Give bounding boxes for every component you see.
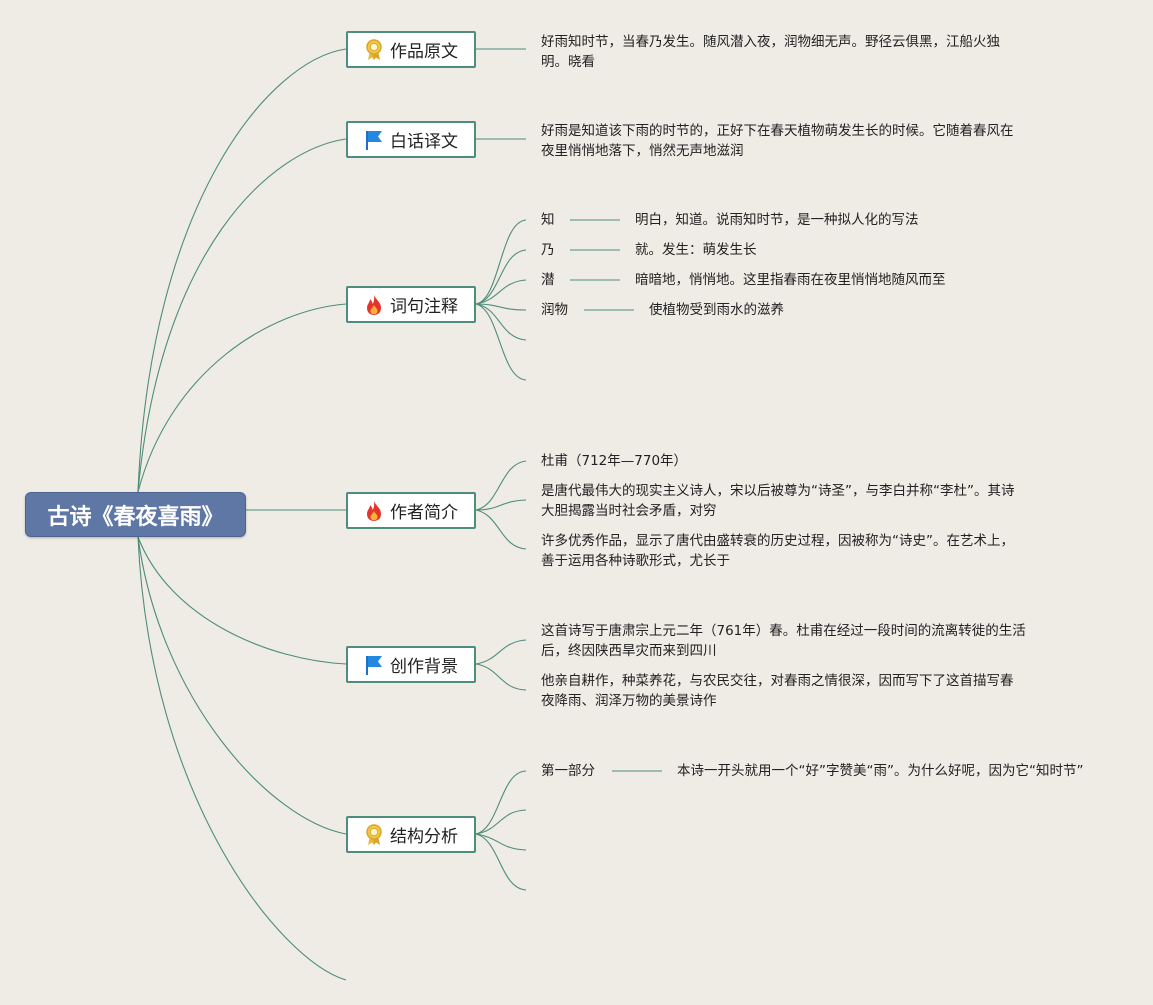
text-line: 后，终因陕西旱灾而来到四川 — [541, 643, 717, 659]
link-notes-3 — [475, 279, 527, 305]
link-root-translation — [137, 138, 347, 493]
topic-notes[interactable]: 词句注释 — [346, 286, 476, 323]
text-line: 许多优秀作品，显示了唐代由盛转衰的历史过程，因被称为“诗史”。在艺术上， — [541, 533, 1014, 549]
author-name: 杜甫（712年—770年） — [541, 453, 688, 469]
topic-author[interactable]: 作者简介 — [346, 492, 476, 529]
link-root-background — [137, 536, 347, 665]
translation-text: 好雨是知道该下雨的时节的，正好下在春天植物萌发生长的时候。它随着春风在 夜里悄悄… — [541, 121, 1014, 161]
note-term: 潜 — [541, 272, 555, 288]
text-line: 好雨知时节，当春乃发生。随风潜入夜，润物细无声。野径云俱黑，江船火独 — [541, 34, 1000, 50]
root-topic[interactable]: 古诗《春夜喜雨》 — [25, 492, 246, 537]
note-term: 乃 — [541, 242, 555, 258]
link-notes-4 — [475, 303, 527, 311]
topic-label: 创作背景 — [390, 657, 458, 677]
note-term: 知 — [541, 212, 555, 228]
link-notes-2 — [475, 249, 527, 305]
text-line: 夜里悄悄地落下，悄然无声地滋润 — [541, 143, 744, 159]
note-meaning: 使植物受到雨水的滋养 — [649, 302, 784, 318]
topic-structure[interactable]: 结构分析 — [346, 816, 476, 853]
structure-part: 第一部分 — [541, 763, 595, 779]
link-author-2 — [475, 499, 527, 511]
topic-label: 作者简介 — [390, 503, 458, 523]
author-bio-2: 许多优秀作品，显示了唐代由盛转衰的历史过程，因被称为“诗史”。在艺术上， 善于运… — [541, 531, 1014, 571]
link-structure-2 — [475, 809, 527, 835]
original-text: 好雨知时节，当春乃发生。随风潜入夜，润物细无声。野径云俱黑，江船火独 明。晓看 — [541, 32, 1000, 72]
text-line: 夜降雨、润泽万物的美景诗作 — [541, 693, 717, 709]
blue-flag-icon — [364, 129, 384, 151]
topic-label: 作品原文 — [390, 42, 458, 62]
link-notes-6 — [475, 303, 527, 381]
link-root-structure — [137, 536, 347, 835]
text-line: 这首诗写于唐肃宗上元二年（761年）春。杜甫在经过一段时间的流离转徙的生活 — [541, 623, 1026, 639]
background-paragraph-1: 这首诗写于唐肃宗上元二年（761年）春。杜甫在经过一段时间的流离转徙的生活 后，… — [541, 621, 1026, 661]
link-root-extra — [137, 536, 347, 981]
topic-label: 词句注释 — [390, 297, 458, 317]
text-line: 好雨是知道该下雨的时节的，正好下在春天植物萌发生长的时候。它随着春风在 — [541, 123, 1014, 139]
topic-label: 结构分析 — [390, 827, 458, 847]
link-author-3 — [475, 509, 527, 550]
ribbon-medal-icon — [364, 823, 384, 846]
text-line: 他亲自耕作，种菜养花，与农民交往，对春雨之情很深，因而写下了这首描写春 — [541, 673, 1014, 689]
link-notes-5 — [475, 303, 527, 341]
text-line: 善于运用各种诗歌形式，尤长于 — [541, 553, 730, 569]
structure-part-text: 本诗一开头就用一个“好”字赞美“雨”。为什么好呢，因为它“知时节” — [677, 763, 1084, 779]
topic-translation[interactable]: 白话译文 — [346, 121, 476, 158]
link-notes-1 — [475, 219, 527, 305]
note-meaning: 就。发生：萌发生长 — [635, 242, 757, 258]
topic-background[interactable]: 创作背景 — [346, 646, 476, 683]
flame-icon — [364, 294, 384, 316]
text-line: 大胆揭露当时社会矛盾，对穷 — [541, 503, 717, 519]
link-root-original — [137, 48, 347, 493]
ribbon-medal-icon — [364, 38, 384, 61]
flame-icon — [364, 500, 384, 522]
link-background-2 — [475, 663, 527, 691]
topic-label: 白话译文 — [390, 132, 458, 152]
blue-flag-icon — [364, 654, 384, 676]
link-root-notes — [137, 303, 347, 493]
note-meaning: 明白，知道。说雨知时节，是一种拟人化的写法 — [635, 212, 919, 228]
background-paragraph-2: 他亲自耕作，种菜养花，与农民交往，对春雨之情很深，因而写下了这首描写春 夜降雨、… — [541, 671, 1014, 711]
link-structure-4 — [475, 833, 527, 891]
note-meaning: 暗暗地，悄悄地。这里指春雨在夜里悄悄地随风而至 — [635, 272, 946, 288]
root-title: 古诗《春夜喜雨》 — [47, 504, 224, 530]
text-line: 明。晓看 — [541, 54, 595, 70]
text-line: 是唐代最伟大的现实主义诗人，宋以后被尊为“诗圣”，与李白并称“李杜”。其诗 — [541, 483, 1015, 499]
link-structure-1 — [475, 770, 527, 835]
link-background-1 — [475, 639, 527, 665]
link-structure-3 — [475, 833, 527, 851]
topic-original-text[interactable]: 作品原文 — [346, 31, 476, 68]
link-author-1 — [475, 460, 527, 511]
note-term: 润物 — [541, 302, 568, 318]
author-bio-1: 是唐代最伟大的现实主义诗人，宋以后被尊为“诗圣”，与李白并称“李杜”。其诗 大胆… — [541, 481, 1014, 521]
